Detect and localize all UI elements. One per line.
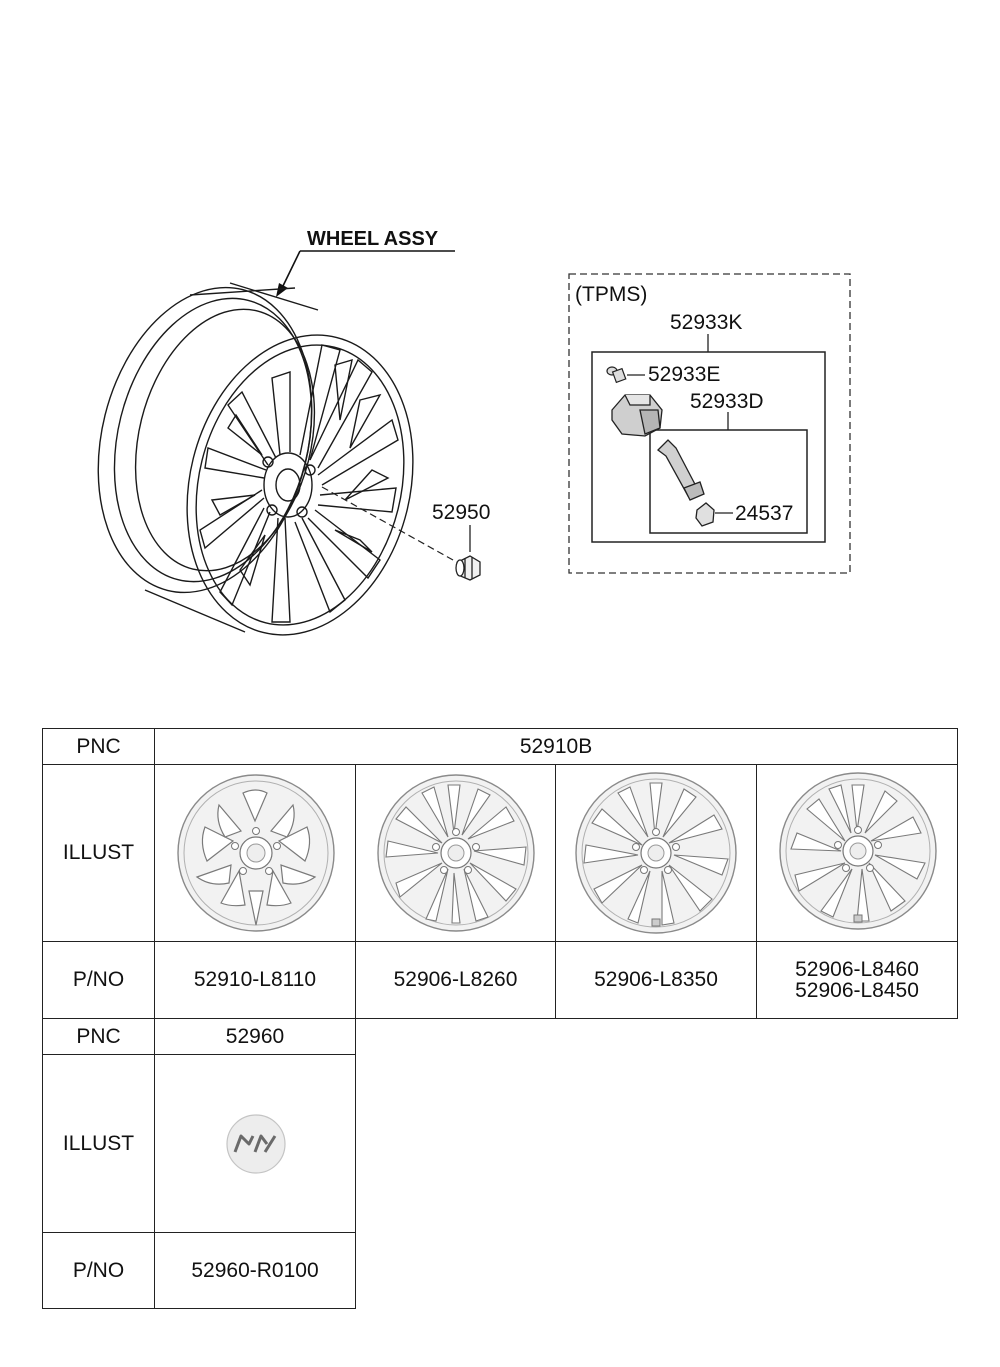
wheel-illust-cell — [755, 764, 959, 942]
tpms-valve-label: 52933D — [690, 390, 764, 413]
valve-cap-drawing — [695, 502, 715, 527]
exploded-diagram — [97, 250, 851, 636]
wheel-pno-cell: 52906-L8460 52906-L8450 — [755, 941, 959, 1019]
cap-pnc-row: PNC 52960 — [42, 1018, 356, 1055]
five-double-spoke-wheel-icon — [177, 774, 335, 932]
wheel-pno-cell: 52906-L8260 — [355, 941, 556, 1019]
wheel-assy-label: WHEEL ASSY — [307, 228, 439, 250]
cap-pno-row: P/NO 52960-R0100 — [42, 1232, 356, 1309]
cap-illust-row: ILLUST — [42, 1054, 356, 1233]
tpms-kit-box — [591, 351, 826, 543]
tpms-sensor-drawing — [611, 394, 663, 437]
wheel-illust-cell — [154, 764, 356, 942]
tpms-kit-label: 52933K — [670, 311, 743, 334]
cap-illust-cell — [154, 1054, 356, 1233]
wheel-illust-cell — [555, 764, 757, 942]
screw-drawing — [606, 366, 627, 384]
wheel-pno-line: 52906-L8460 — [795, 958, 919, 981]
wheel-pno-cell: 52910-L8110 — [154, 941, 356, 1019]
wheel-assy-leader — [281, 250, 301, 289]
wheel-illust-cell — [355, 764, 556, 942]
multi-spoke-wheel-icon — [779, 772, 937, 930]
wheel-illust-row: ILLUST — [42, 764, 959, 942]
wheel-assy-arrowhead — [276, 283, 288, 297]
kia-logo-mark — [233, 1134, 277, 1153]
lug-nut-drawing — [455, 555, 481, 581]
cap-pnc-value: 52960 — [154, 1018, 356, 1055]
wheel-illust-header: ILLUST — [42, 764, 155, 942]
tpms-title: (TPMS) — [575, 283, 648, 306]
wheel-pnc-row: PNC 52910B — [42, 728, 959, 765]
wheel-parts-table: PNC 52910B ILLUST — [42, 728, 959, 1019]
valve-stem-drawing — [657, 439, 705, 501]
wheel-assy-drawing — [97, 282, 414, 636]
cap-parts-table: PNC 52960 ILLUST P/NO 52960-R0100 — [42, 1018, 356, 1309]
wheel-pno-cell: 52906-L8350 — [555, 941, 757, 1019]
tpms-screw-label: 52933E — [648, 363, 721, 386]
wheel-pno-row: P/NO 52910-L8110 52906-L8260 52906-L8350… — [42, 941, 959, 1019]
multi-spoke-wheel-icon — [377, 774, 535, 932]
cap-pnc-header: PNC — [42, 1018, 155, 1055]
tpms-cap-label: 24537 — [735, 502, 794, 525]
cap-pno-value: 52960-R0100 — [154, 1232, 356, 1309]
nut-dashed-leader — [321, 486, 463, 566]
tpms-frame — [568, 273, 851, 574]
wheel-pno-header: P/NO — [42, 941, 155, 1019]
multi-spoke-wheel-icon — [575, 772, 737, 934]
cap-illust-header: ILLUST — [42, 1054, 155, 1233]
valve-box — [649, 429, 808, 534]
nut-part-label: 52950 — [432, 501, 491, 524]
wheel-pnc-header: PNC — [42, 728, 155, 765]
wheel-pnc-value: 52910B — [153, 728, 959, 765]
wheel-pno-line: 52906-L8450 — [795, 979, 919, 1002]
cap-pno-header: P/NO — [42, 1232, 155, 1309]
kia-logo-hubcap-icon — [226, 1113, 286, 1174]
